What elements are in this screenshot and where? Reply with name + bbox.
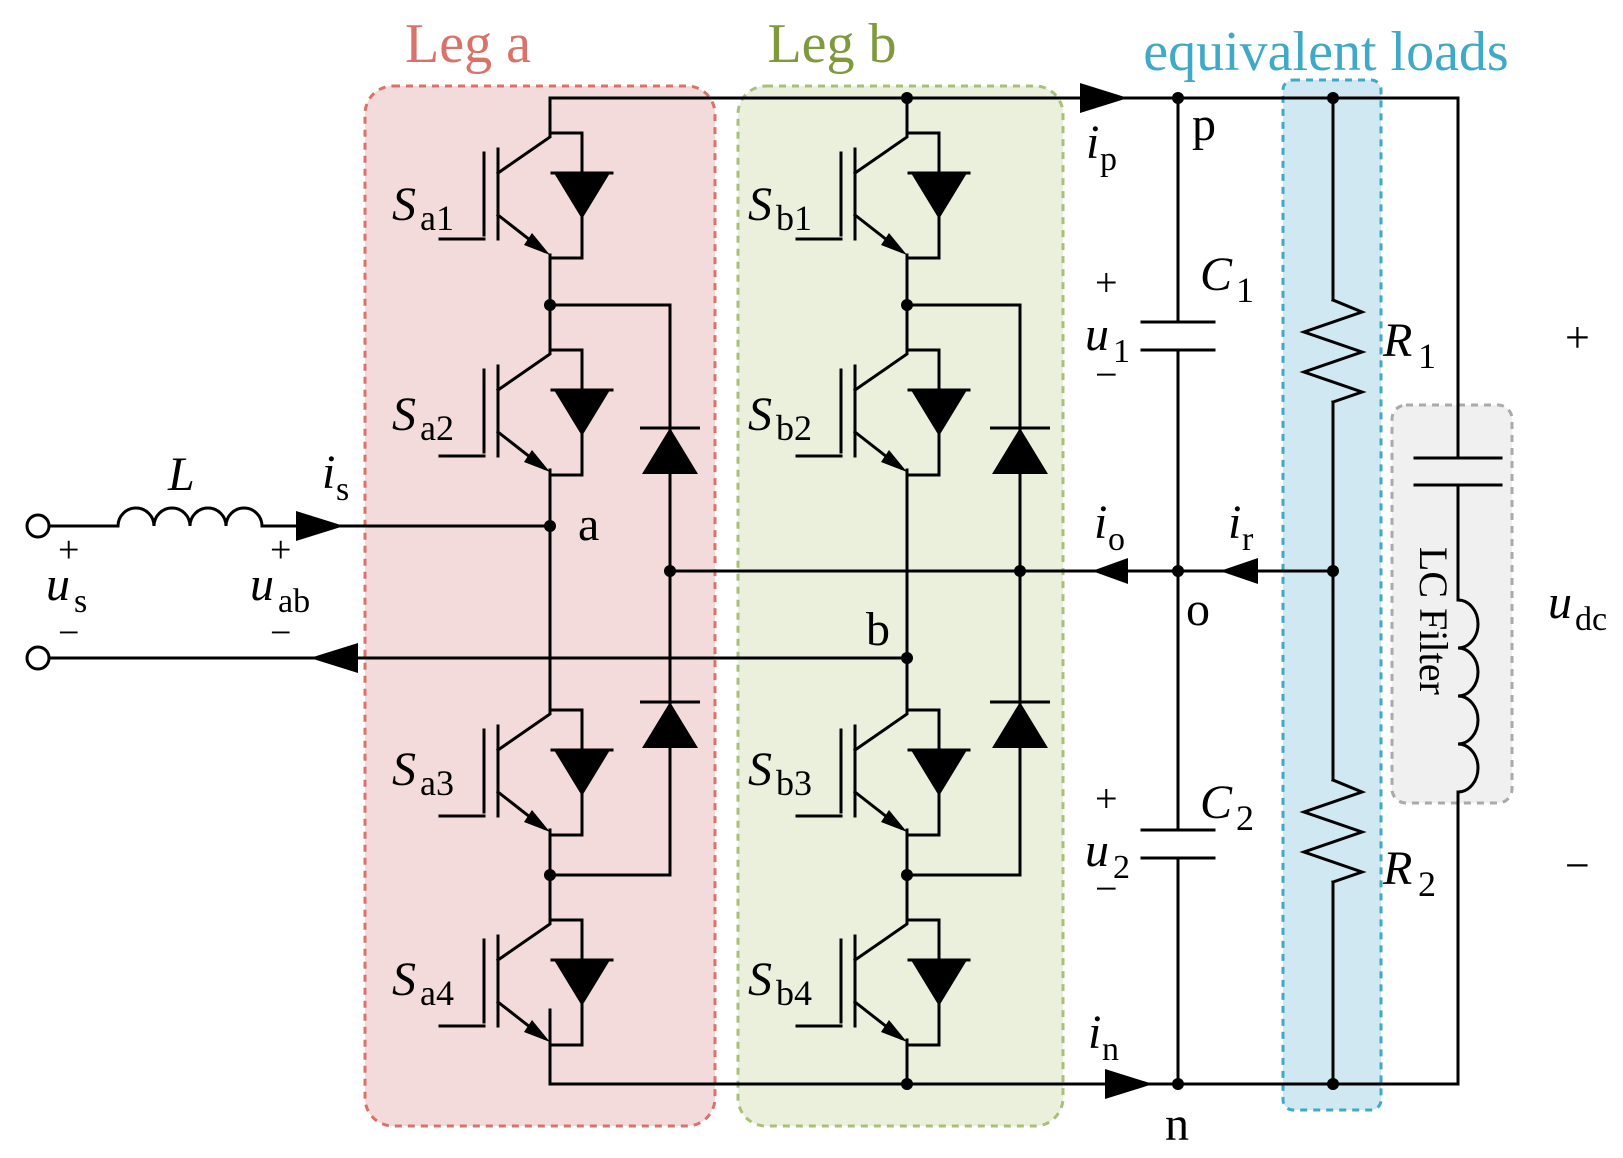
- ip-arrow: [1080, 83, 1128, 113]
- resistor-R2: [1299, 778, 1367, 884]
- label-sa2-sub: a2: [420, 408, 454, 448]
- udc-label-main: u: [1548, 576, 1572, 629]
- igbt-sb1: [795, 131, 971, 260]
- label-sa4-main: S: [392, 953, 416, 1006]
- leg-b-box: [736, 84, 1065, 1128]
- ir-arrow: [1220, 558, 1258, 584]
- igbt-sa2: [438, 348, 614, 477]
- label-sb3-main: S: [748, 743, 772, 796]
- is-arrow: [296, 511, 344, 541]
- in-label-sub: n: [1102, 1031, 1119, 1068]
- udc-label-sub: dc: [1575, 601, 1607, 638]
- u2-minus: −: [1095, 866, 1118, 911]
- lc-filter-box: [1390, 403, 1514, 805]
- label-sb4-sub: b4: [776, 973, 812, 1013]
- in-label-main: i: [1088, 1006, 1101, 1059]
- node-p-label: p: [1192, 98, 1216, 151]
- igbt-sa1: [438, 131, 614, 260]
- ip-label-sub: p: [1100, 141, 1117, 178]
- load-resistors: [1299, 92, 1367, 1090]
- leg-a-box: [363, 84, 717, 1128]
- r2-label-sub: 2: [1418, 864, 1436, 904]
- ir-label-main: i: [1228, 496, 1241, 549]
- leg-b-circuit: [901, 92, 1052, 1090]
- udc-minus: −: [1565, 841, 1590, 890]
- in-arrow: [1105, 1069, 1153, 1099]
- r1-label-sub: 1: [1418, 336, 1436, 376]
- label-sb4-main: S: [748, 953, 772, 1006]
- lc-filter-label: LC Filter: [1411, 547, 1456, 695]
- ac-source-circuit: [25, 506, 909, 673]
- leg-a-circuit: [544, 253, 702, 1086]
- igbt-sb3: [795, 708, 971, 837]
- c1-label-main: C: [1200, 248, 1233, 301]
- filter-inductor: [1456, 598, 1480, 794]
- us-label-sub: s: [74, 583, 87, 620]
- inductor-L-label: L: [167, 448, 195, 501]
- io-arrow: [1092, 558, 1128, 584]
- label-sa3-sub: a3: [420, 763, 454, 803]
- dc-capacitors: [1140, 92, 1216, 1090]
- us-label-main: u: [46, 558, 70, 611]
- label-sb1-sub: b1: [776, 198, 812, 238]
- leg-a-title: Leg a: [405, 13, 531, 75]
- label-sa1-sub: a1: [420, 198, 454, 238]
- igbt-sb2: [795, 348, 971, 477]
- terminal-bottom: [25, 645, 51, 671]
- us-plus: +: [58, 529, 79, 571]
- label-sb3-sub: b3: [776, 763, 812, 803]
- igbt-sa3: [438, 708, 614, 837]
- c1-label-sub: 1: [1236, 270, 1254, 310]
- u1-minus: −: [1095, 352, 1118, 397]
- io-label-main: i: [1094, 496, 1107, 549]
- positive-rail: [548, 96, 1460, 460]
- u1-label-sub: 1: [1113, 333, 1130, 370]
- equivalent-loads-title: equivalent loads: [1143, 21, 1508, 83]
- ip-label-main: i: [1086, 116, 1099, 169]
- node-n-label: n: [1165, 1098, 1189, 1151]
- node-a-label: a: [578, 498, 599, 551]
- uab-minus: −: [270, 612, 291, 654]
- return-arrow: [310, 643, 358, 673]
- node-b-label: b: [866, 603, 890, 656]
- uab-plus: +: [270, 529, 291, 571]
- label-sa2-main: S: [392, 388, 416, 441]
- udc-plus: +: [1565, 313, 1590, 362]
- label-sa4-sub: a4: [420, 973, 454, 1013]
- u2-plus: +: [1095, 776, 1118, 821]
- is-label-main: i: [322, 446, 335, 499]
- label-sb2-main: S: [748, 388, 772, 441]
- c2-label-main: C: [1200, 776, 1233, 829]
- terminal-top: [25, 513, 51, 539]
- leg-b-title: Leg b: [767, 13, 896, 75]
- inductor-L: [116, 506, 264, 528]
- u1-label-main: u: [1085, 308, 1109, 361]
- us-minus: −: [58, 612, 79, 654]
- lc-filter-circuit: [1413, 456, 1503, 796]
- ir-label-sub: r: [1242, 521, 1254, 558]
- r1-label-main: R: [1382, 314, 1412, 367]
- u1-plus: +: [1095, 260, 1118, 305]
- u2-label-main: u: [1085, 824, 1109, 877]
- label-sa3-main: S: [392, 743, 416, 796]
- label-sb2-sub: b2: [776, 408, 812, 448]
- label-sa1-main: S: [392, 178, 416, 231]
- uab-label-sub: ab: [278, 583, 310, 620]
- node-o-label: o: [1186, 583, 1210, 636]
- r2-label-main: R: [1382, 842, 1412, 895]
- igbt-sa4: [438, 918, 614, 1047]
- label-sb1-main: S: [748, 178, 772, 231]
- is-label-sub: s: [336, 471, 349, 508]
- u2-label-sub: 2: [1113, 849, 1130, 886]
- io-label-sub: o: [1108, 521, 1125, 558]
- c2-label-sub: 2: [1236, 798, 1254, 838]
- uab-label-main: u: [250, 558, 274, 611]
- resistor-R1: [1299, 298, 1367, 404]
- igbt-sb4: [795, 918, 971, 1047]
